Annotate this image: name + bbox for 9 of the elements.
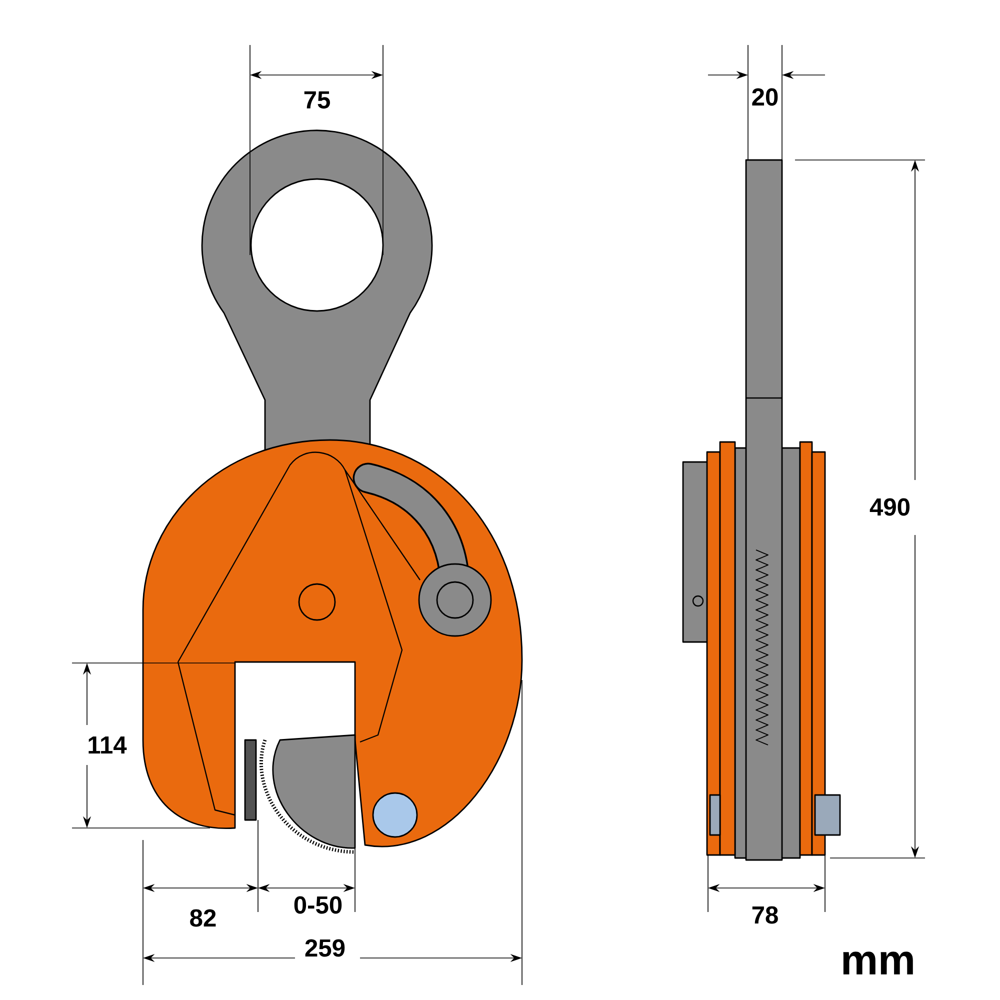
dimension-label: 0-50 — [292, 895, 344, 915]
dimension-label: 259 — [303, 938, 347, 958]
dimension-label: 114 — [86, 735, 128, 755]
unit-label: mm — [839, 950, 917, 976]
dimension-label: 20 — [750, 87, 780, 107]
dimension-label: 82 — [188, 908, 218, 928]
dimension-label: 78 — [750, 905, 780, 925]
dimension-label: 490 — [868, 497, 912, 517]
dimension-label: 75 — [302, 90, 332, 110]
